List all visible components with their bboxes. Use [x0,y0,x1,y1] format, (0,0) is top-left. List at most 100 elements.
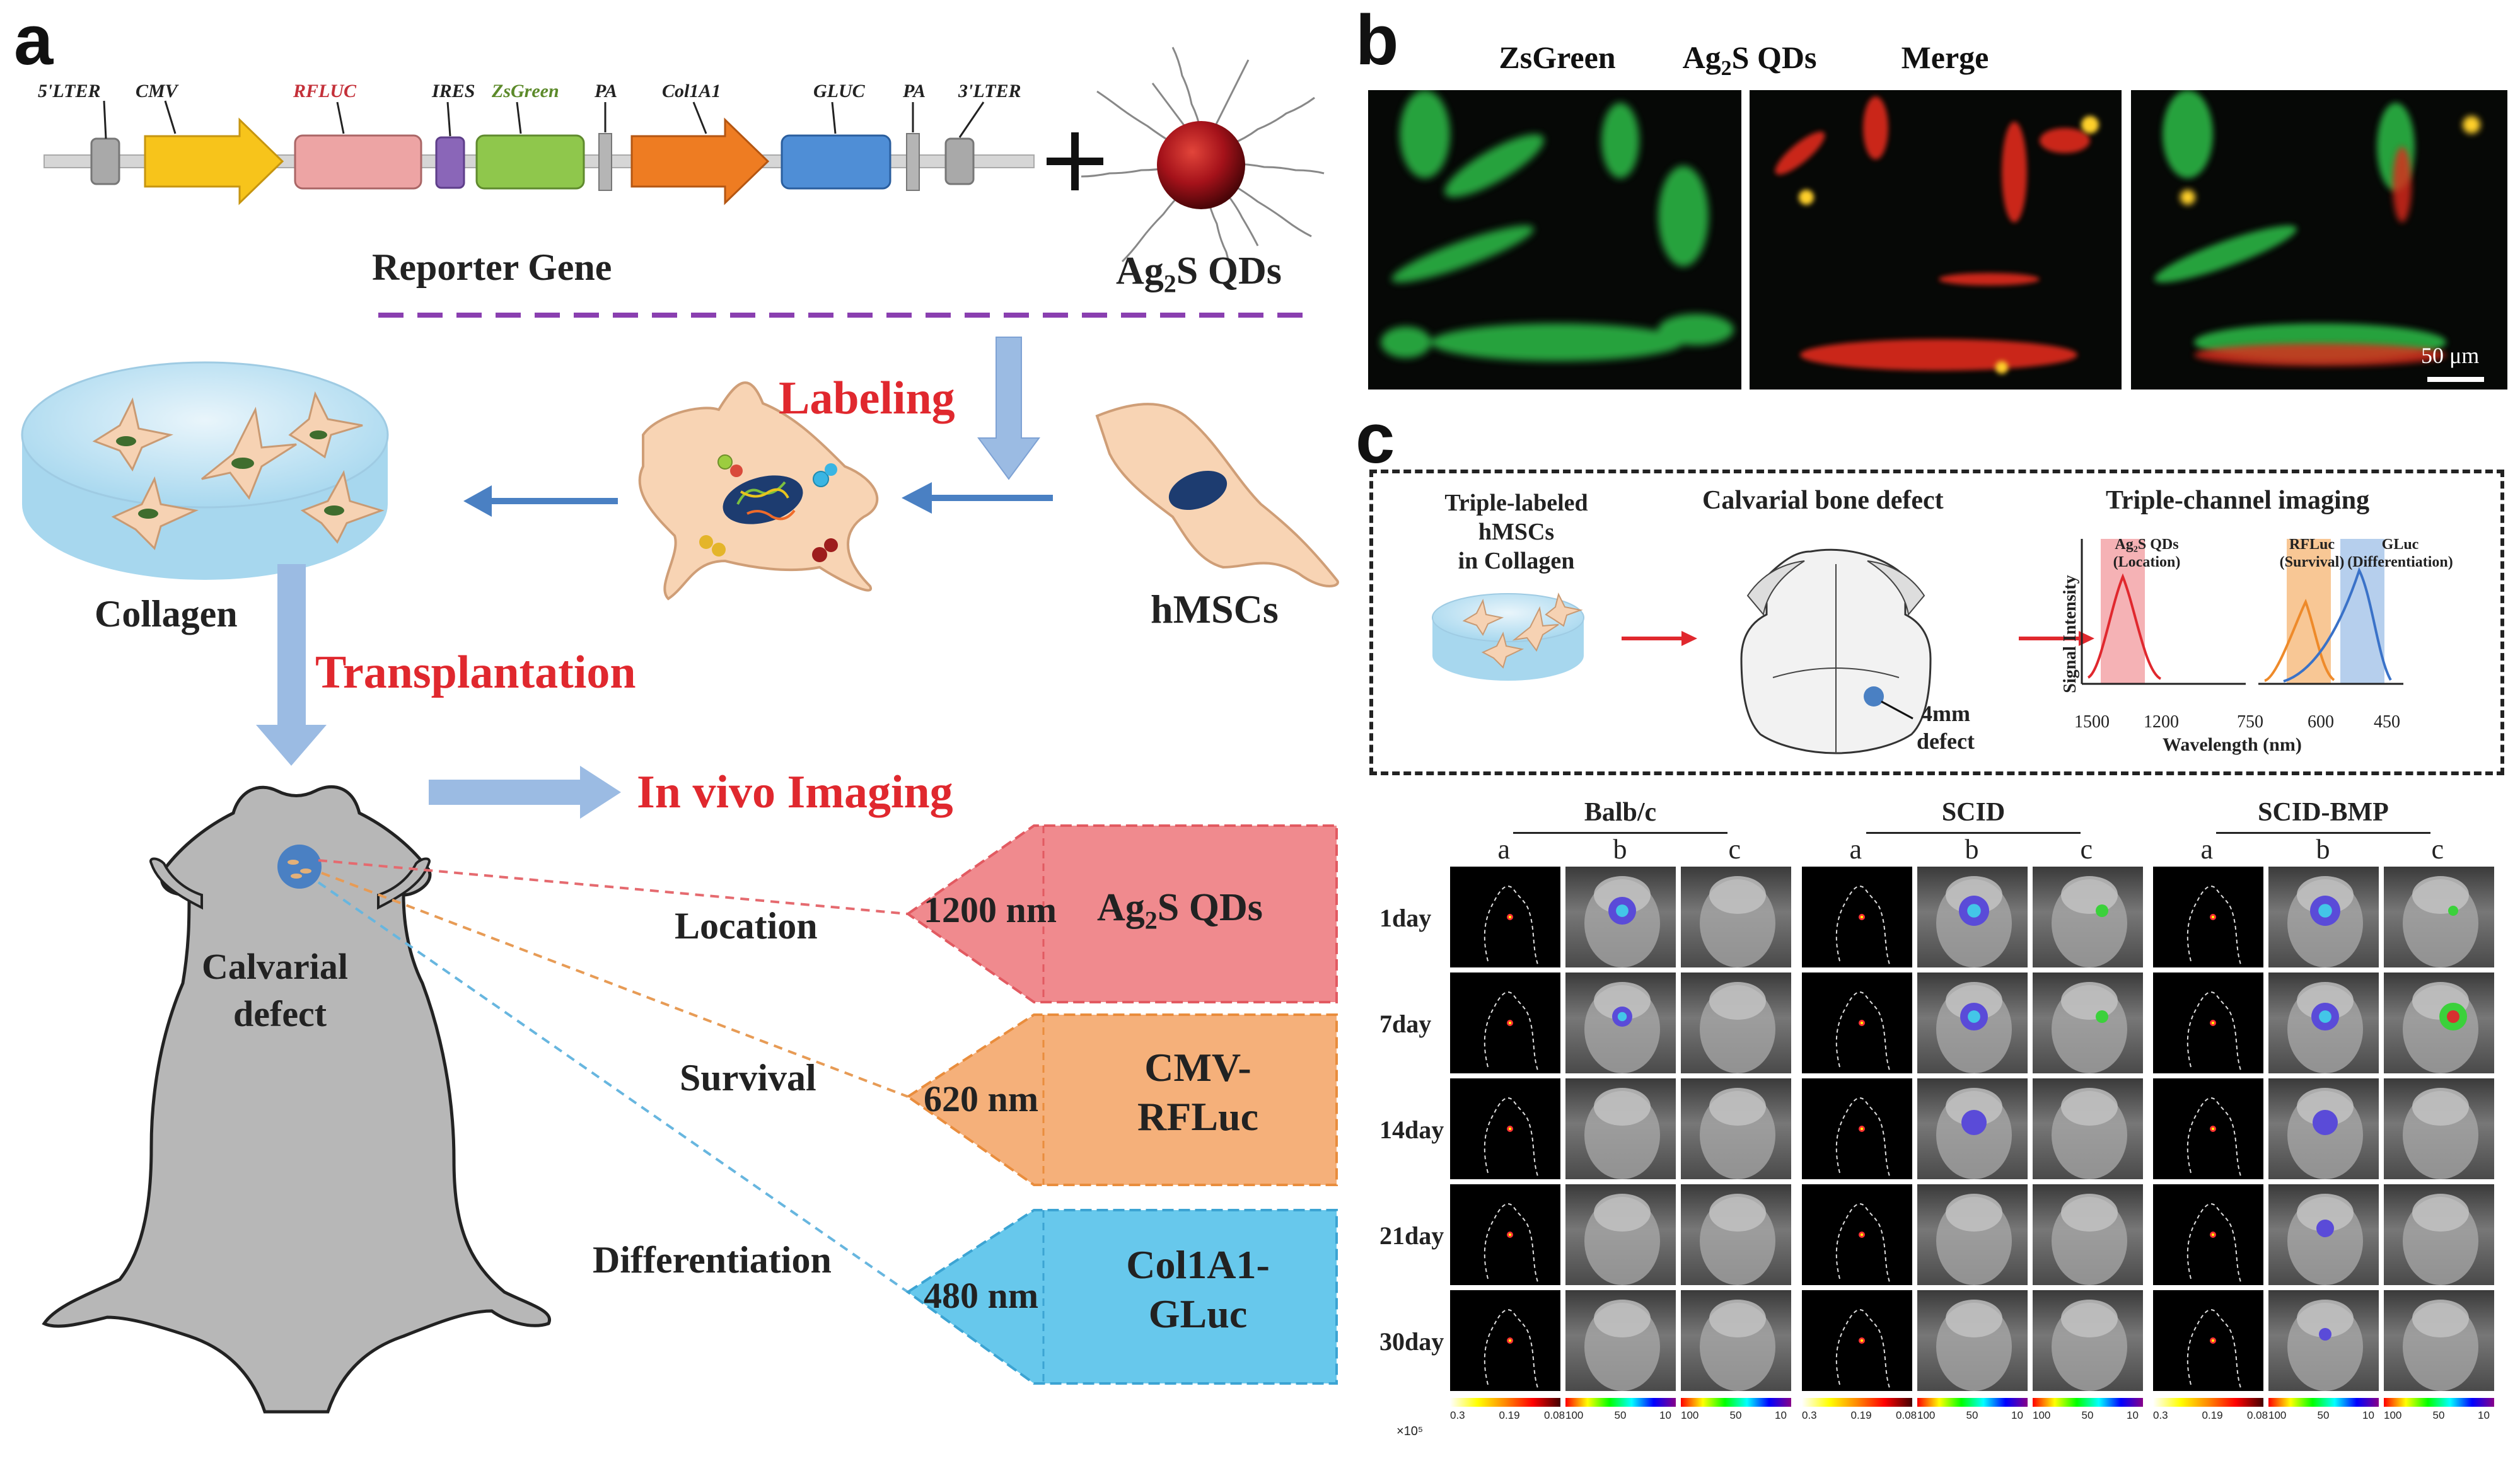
transplantation-arrow [256,564,327,766]
imaging-cell [1565,973,1676,1073]
xtick: 750 [2237,712,2263,732]
gene-label: ZsGreen [492,81,559,101]
gene-label: RFLUC [293,81,357,101]
imaging-cell [2384,1290,2494,1391]
colorbar [1450,1398,1560,1407]
gene-label: Col1A1 [662,81,721,101]
in-vivo-arrow [429,766,621,819]
imaging-cell [1565,1290,1676,1391]
defect-spot [277,845,322,889]
location-box [905,824,1338,1003]
day-label: 1day [1379,904,1432,932]
gluc-box [781,134,891,190]
row-name-location: Location [675,905,818,947]
hmscs-label: hMSCs [1151,587,1279,632]
gene-label: IRES [432,81,475,101]
differentiation-wave: 480 nm [924,1275,1039,1316]
ltr5-box [90,137,120,185]
reporter-gene-label: Reporter Gene [372,246,612,288]
collagen-label: Collagen [95,593,238,635]
scalebar-label: 50 μm [2421,343,2480,368]
imaging-cell [1450,973,1560,1073]
band-label-qd: Ag₂S QDs(Location) [2113,536,2181,570]
column-label: b [2316,834,2330,865]
ltr3-box [944,137,975,185]
differentiation-probe: Col1A1-GLuc [1126,1242,1270,1336]
colorbar-tick: 0.3 [1450,1409,1465,1421]
column-label: b [1613,834,1627,865]
imaging-cell [1917,867,2028,967]
day-label: 7day [1379,1010,1432,1038]
imaging-cell [2384,1078,2494,1179]
colorbar-tick: 50 [1966,1409,1978,1421]
imaging-cell [1917,1290,2028,1391]
imaging-cell [1450,1290,1560,1391]
colorbar-tick: 0.08 [1544,1409,1565,1421]
colorbar-tick: 50 [1729,1409,1742,1421]
colorbar-multiplier: ×10⁵ [1396,1424,1424,1438]
imaging-cell [2153,1184,2263,1285]
labeling-label: Labeling [779,372,955,424]
colorbar-tick: 0.3 [2153,1409,2168,1421]
defect-label: defect [233,993,327,1034]
imaging-cell [1917,973,2028,1073]
band-label-rfluc: RFLuc(Survival) [2279,536,2345,570]
imaging-cell [1802,867,1912,967]
imaging-cell [1450,1184,1560,1285]
imaging-cell [2153,867,2263,967]
colorbar [1565,1398,1676,1407]
colorbar-tick: 100 [2268,1409,2287,1421]
transplantation-label: Transplantation [315,647,636,698]
to-collagen-arrow [463,485,618,517]
labeling-arrow [977,337,1040,480]
quantum-dot-core [1157,121,1245,209]
qd-label: Ag2S QDs [1116,250,1282,298]
collagen-dish-icon [21,361,389,580]
imaging-cell [1681,867,1791,967]
xtick: 450 [2374,712,2400,732]
colorbar-tick: 0.19 [1850,1409,1872,1421]
scalebar [2427,377,2484,382]
colorbar [2268,1398,2379,1407]
colorbar [2033,1398,2143,1407]
imaging-cell [1681,973,1791,1073]
gene-label: PA [595,81,618,101]
rfluc-box [294,134,422,190]
ires-box [435,136,465,189]
group-balbc: Balb/c [1584,798,1657,827]
survival-wave: 620 nm [924,1078,1039,1119]
row-name-survival: Survival [680,1057,816,1099]
gene-label: GLUC [813,81,865,101]
survival-box [905,1013,1338,1186]
imaging-cell [2033,973,2143,1073]
plus-icon [1047,132,1103,190]
colorbar-tick: 0.3 [1802,1409,1817,1421]
spectrum-plot [2081,539,2403,685]
band-label-gluc: GLuc(Differentiation) [2347,536,2453,570]
group-scid-bmp: SCID-BMP [2258,798,2389,827]
gene-construct-diagram [21,47,1339,1414]
group-underline [2216,832,2430,834]
zsgreen-box [475,134,585,190]
group-scid: SCID [1941,798,2006,827]
colorbar-tick: 50 [2317,1409,2330,1421]
colorbar [2153,1398,2263,1407]
xtick: 600 [2308,712,2334,732]
colorbar-tick: 50 [1614,1409,1627,1421]
imaging-cell [2268,1184,2379,1285]
colorbar-tick: 10 [2127,1409,2139,1421]
imaging-cell [2384,973,2494,1073]
colorbar-tick: 50 [2432,1409,2445,1421]
location-probe: Ag2S QDs [1097,886,1263,935]
imaging-cell [1917,1078,2028,1179]
gene-label: PA [903,81,926,101]
colorbar [1681,1398,1791,1407]
group-underline [1866,832,2081,834]
panel-a-label: a [14,1,54,79]
colorbar-tick: 100 [2033,1409,2051,1421]
imaging-cell [1450,867,1560,967]
imaging-cell [2384,1184,2494,1285]
qd-title: Ag2S QDs [1682,40,1817,80]
imaging-cell [2268,1078,2379,1179]
differentiation-box [905,1209,1338,1385]
